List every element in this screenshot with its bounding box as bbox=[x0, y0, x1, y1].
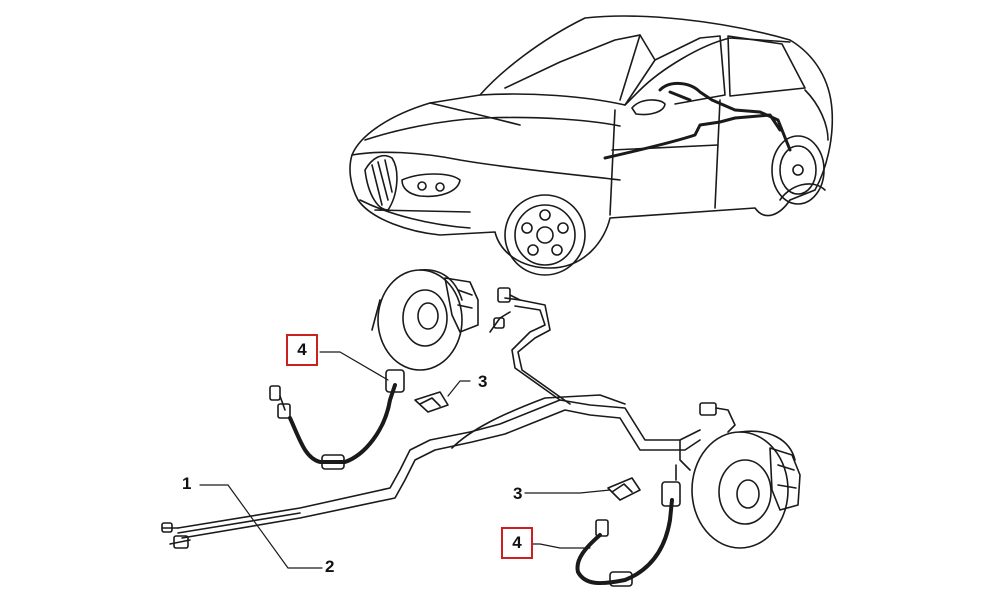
front-brake-disc bbox=[371, 269, 479, 371]
rigid-brake-pipes bbox=[161, 287, 736, 549]
callout-4-upper: 4 bbox=[286, 334, 318, 366]
callout-3-lower: 3 bbox=[513, 484, 523, 503]
callout-2: 2 bbox=[325, 557, 335, 576]
pipe-clip-lower bbox=[607, 477, 641, 501]
rear-brake-disc bbox=[691, 430, 801, 549]
pipe-clip-upper bbox=[414, 391, 449, 413]
flexible-hose-front bbox=[269, 369, 405, 470]
callout-3-upper: 3 bbox=[478, 372, 488, 391]
callout-1: 1 bbox=[182, 474, 192, 493]
callout-4-lower: 4 bbox=[501, 527, 533, 559]
flexible-hose-rear bbox=[575, 464, 681, 587]
car-illustration bbox=[349, 15, 834, 276]
